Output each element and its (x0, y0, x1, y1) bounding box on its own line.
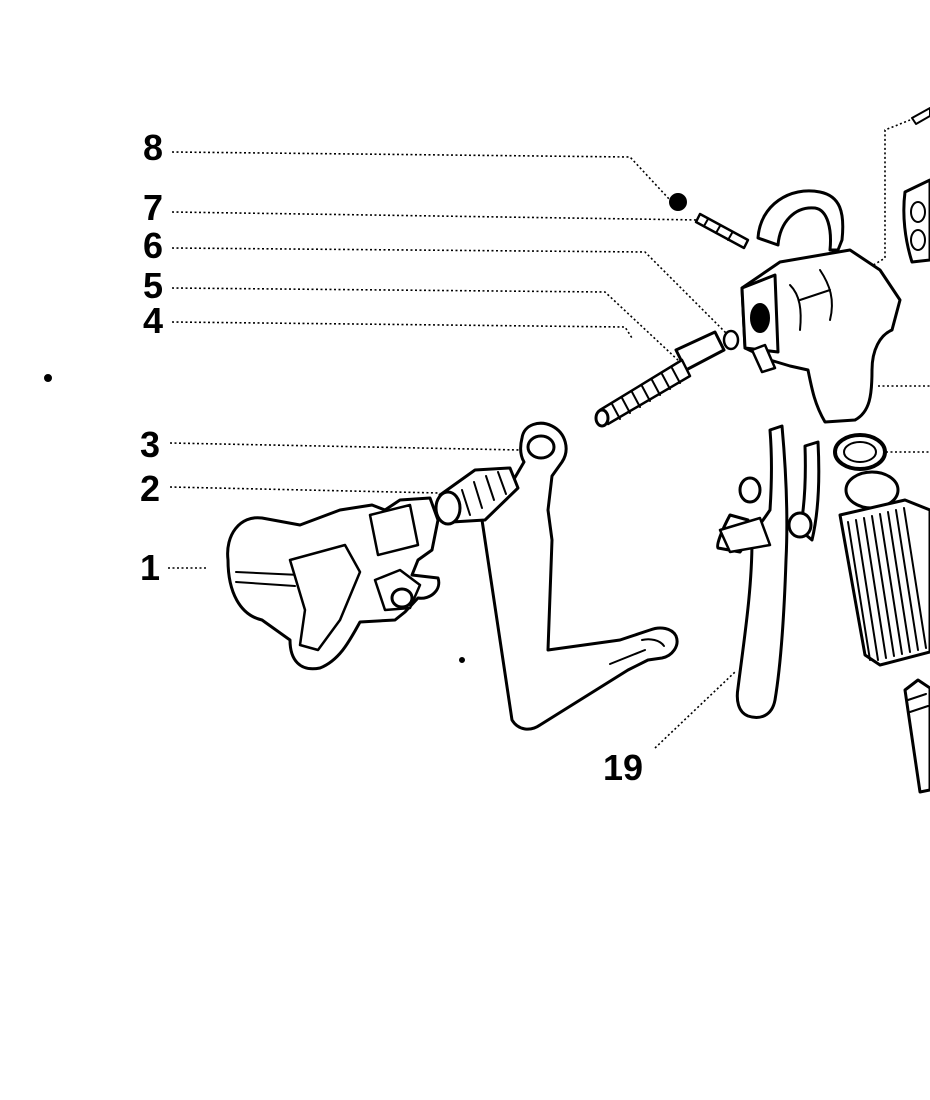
stem-assembly-part-5 (594, 330, 726, 428)
leader-line-19 (654, 671, 736, 749)
spring-fragment (903, 678, 930, 794)
ball-part-8 (669, 193, 687, 211)
leader-line-right-top (861, 119, 911, 273)
pin-part-7 (694, 212, 750, 250)
filter-cartridge (838, 470, 930, 667)
callout-label-19: 19 (603, 747, 643, 788)
gun-body (740, 189, 902, 424)
leader-line-8 (171, 151, 671, 201)
callout-label-4: 4 (143, 300, 163, 341)
leader-line-7 (171, 211, 701, 221)
callout-label-1: 1 (140, 547, 160, 588)
threaded-nut-part-2 (434, 466, 520, 526)
leader-line-5 (171, 287, 681, 363)
leader-line-4 (171, 321, 633, 339)
tip-guard-part-1 (226, 496, 441, 671)
scan-speck-left (44, 374, 52, 382)
side-plate-fragment (902, 178, 930, 264)
o-ring (833, 433, 887, 471)
callout-label-7: 7 (143, 187, 163, 228)
callout-label-2: 2 (140, 468, 160, 509)
leader-line-6 (171, 247, 729, 336)
callout-label-5: 5 (143, 265, 163, 306)
callout-label-3: 3 (140, 424, 160, 465)
pin-fragment-top-right (911, 107, 930, 125)
scan-speck-center (459, 657, 465, 663)
leader-line-3 (169, 442, 521, 451)
callout-label-8: 8 (143, 127, 163, 168)
callout-label-6: 6 (143, 225, 163, 266)
leader-line-2 (169, 486, 441, 494)
washer-part-6 (722, 329, 740, 351)
trigger-part-19 (716, 424, 821, 719)
